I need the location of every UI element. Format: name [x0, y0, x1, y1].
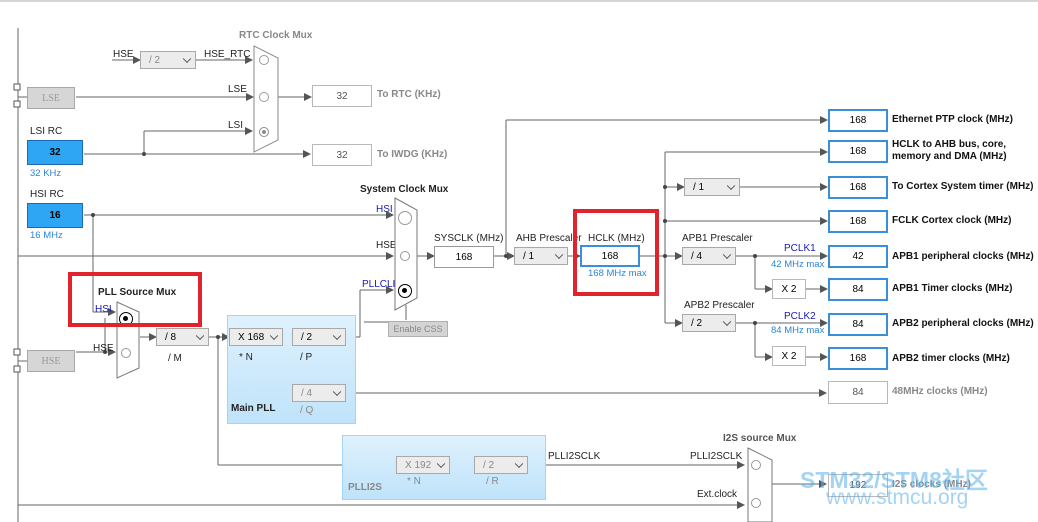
pll-src-hsi-label: HSI: [95, 304, 112, 315]
usb-48mhz-clocks-label: 48MHz clocks (MHz): [892, 386, 988, 397]
i2s-clocks-value[interactable]: 192: [828, 474, 888, 497]
plli2s-n-multiplier-select[interactable]: X 192: [396, 456, 450, 474]
watermark-url: www.stmcu.org: [826, 486, 969, 509]
pll-p-divider-select[interactable]: / 2: [292, 328, 346, 346]
sys-mux-hsi-label: HSI: [376, 204, 393, 215]
cortex-system-timer-label: To Cortex System timer (MHz): [892, 181, 1034, 192]
rtc-mux-hse-radio[interactable]: [259, 55, 269, 65]
hclk-ahb-label: HCLK to AHB bus, core,: [892, 139, 1007, 150]
sysclk-label: SYSCLK (MHz): [434, 233, 504, 244]
system-clock-mux-title: System Clock Mux: [360, 184, 449, 195]
pll-src-hse-radio[interactable]: [121, 348, 131, 358]
pclk1-max-hint: 42 MHz max: [771, 259, 825, 270]
pll-n-multiplier-select[interactable]: X 168: [229, 328, 283, 346]
pll-q-label: / Q: [300, 405, 314, 416]
pclk1-label: PCLK1: [784, 243, 816, 254]
hclk-ahb-label-line2: memory and DMA (MHz): [892, 151, 1007, 162]
rtc-mux-title: RTC Clock Mux: [239, 30, 313, 41]
i2s-mux-plli2sclk-label: PLLI2SCLK: [690, 451, 743, 462]
pll-p-label: / P: [300, 352, 313, 363]
sysclk-value[interactable]: 168: [434, 246, 494, 268]
pclk2-max-hint: 84 MHz max: [771, 325, 825, 336]
hclk-ahb-value[interactable]: 168: [828, 140, 888, 163]
usb-48mhz-clocks-value[interactable]: 84: [828, 381, 888, 404]
rtc-mux-lse-radio[interactable]: [259, 92, 269, 102]
hclk-value-input[interactable]: 168: [580, 245, 640, 267]
ethernet-ptp-clock-label: Ethernet PTP clock (MHz): [892, 114, 1013, 125]
hclk-max-hint: 168 MHz max: [588, 268, 647, 279]
apb2-timer-multiplier: X 2: [772, 346, 806, 366]
hsi-rc-title: HSI RC: [30, 189, 64, 200]
watermark-logo-text: STM32/STM8社区: [800, 467, 988, 493]
sys-mux-hse-radio[interactable]: [400, 251, 410, 261]
main-pll-title: Main PLL: [231, 403, 276, 414]
i2s-source-mux-title: I2S source Mux: [723, 433, 797, 444]
pll-q-divider-select[interactable]: / 4: [292, 384, 346, 402]
iwdg-output-label: To IWDG (KHz): [377, 149, 448, 160]
iwdg-output-value[interactable]: 32: [312, 144, 372, 166]
cortex-system-timer-value[interactable]: 168: [828, 176, 888, 199]
pll-source-mux-title: PLL Source Mux: [98, 287, 177, 298]
apb1-timer-clocks-value[interactable]: 84: [828, 278, 888, 301]
rtc-output-label: To RTC (KHz): [377, 89, 441, 100]
apb2-peripheral-clocks-label: APB2 peripheral clocks (MHz): [892, 318, 1034, 329]
apb2-prescaler-label: APB2 Prescaler: [684, 300, 755, 311]
hsi-rc-value[interactable]: 16: [27, 203, 83, 228]
apb1-prescaler-select[interactable]: / 4: [682, 247, 736, 265]
plli2s-r-divider-select[interactable]: / 2: [474, 456, 528, 474]
rtc-mux-lsi-radio[interactable]: [259, 127, 269, 137]
cortex-timer-divider-select[interactable]: / 1: [684, 178, 740, 196]
apb2-timer-clocks-label: APB2 timer clocks (MHz): [892, 353, 1010, 364]
hclk-highlight: [573, 209, 659, 296]
apb1-timer-multiplier: X 2: [772, 279, 806, 299]
sys-mux-pllclk-radio[interactable]: [398, 284, 412, 298]
hse-rtc-label: HSE_RTC: [204, 49, 251, 60]
apb2-prescaler-select[interactable]: / 2: [682, 314, 736, 332]
pll-m-divider-select[interactable]: / 8: [156, 328, 209, 346]
apb1-timer-clocks-label: APB1 Timer clocks (MHz): [892, 283, 1013, 294]
plli2s-title: PLLI2S: [348, 482, 382, 493]
sys-mux-hse-label: HSE: [376, 240, 397, 251]
lse-source-box[interactable]: LSE: [27, 87, 75, 109]
apb2-timer-clocks-value[interactable]: 168: [828, 347, 888, 370]
ahb-prescaler-select[interactable]: / 1: [514, 247, 568, 265]
pclk2-label: PCLK2: [784, 311, 816, 322]
hse-rtc-divider-select[interactable]: / 2: [140, 51, 196, 69]
hclk-label: HCLK (MHz): [588, 233, 645, 244]
i2s-clocks-label: I2S clocks (MHz): [892, 479, 971, 490]
rtc-lsi-label: LSI: [228, 120, 244, 131]
i2s-mux-ext-radio[interactable]: [751, 498, 761, 508]
rtc-output-value[interactable]: 32: [312, 85, 372, 107]
hse-source-box[interactable]: HSE: [27, 350, 75, 372]
pll-n-label: * N: [239, 352, 253, 363]
sys-mux-hsi-radio[interactable]: [398, 211, 412, 225]
lsi-rc-value[interactable]: 32: [27, 140, 83, 165]
ahb-prescaler-label: AHB Prescaler: [516, 233, 582, 244]
i2s-mux-plli2s-radio[interactable]: [751, 460, 761, 470]
pll-source-mux-highlight: [68, 272, 202, 327]
lsi-rc-hint: 32 KHz: [30, 168, 62, 179]
plli2s-r-label: / R: [486, 476, 499, 487]
apb1-peripheral-clocks-label: APB1 peripheral clocks (MHz): [892, 251, 1034, 262]
pll-src-hse-label: HSE: [93, 343, 114, 354]
i2s-mux-extclock-label: Ext.clock: [697, 489, 738, 500]
enable-css-button[interactable]: Enable CSS: [388, 321, 448, 337]
plli2s-n-label: * N: [407, 476, 421, 487]
apb1-prescaler-label: APB1 Prescaler: [682, 233, 753, 244]
plli2sclk-out-label: PLLI2SCLK: [548, 451, 601, 462]
lsi-rc-title: LSI RC: [30, 126, 63, 137]
hsi-rc-hint: 16 MHz: [30, 230, 63, 241]
fclk-cortex-label: FCLK Cortex clock (MHz): [892, 215, 1012, 226]
sys-mux-pllclk-label: PLLCLK: [362, 279, 400, 290]
rtc-lse-label: LSE: [228, 84, 247, 95]
i2s-source-mux: [747, 447, 773, 522]
pll-m-label: / M: [168, 353, 182, 364]
apb1-peripheral-clocks-value[interactable]: 42: [828, 245, 888, 268]
rtc-hse-label: HSE: [113, 49, 134, 60]
apb2-peripheral-clocks-value[interactable]: 84: [828, 313, 888, 336]
fclk-cortex-value[interactable]: 168: [828, 210, 888, 233]
ethernet-ptp-clock-value[interactable]: 168: [828, 109, 888, 132]
